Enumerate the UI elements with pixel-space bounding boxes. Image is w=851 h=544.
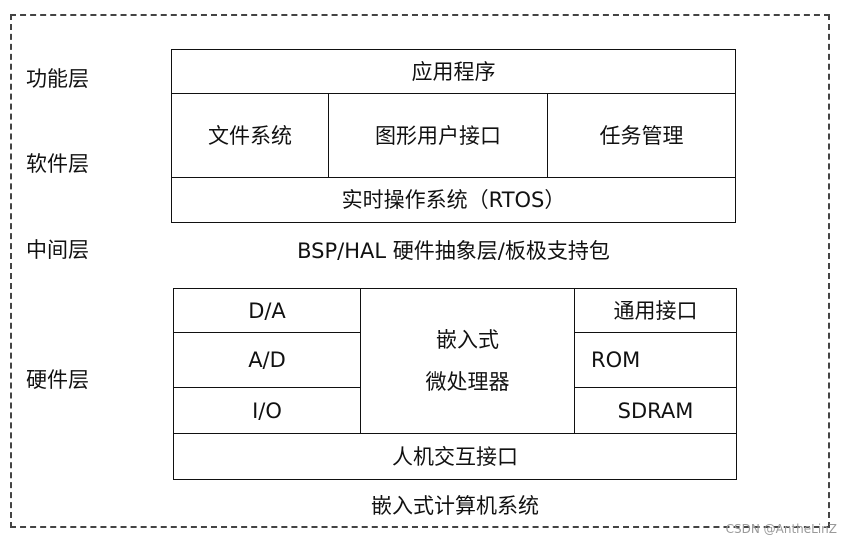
da-cell: D/A (173, 288, 361, 333)
sdram-cell: SDRAM (574, 387, 737, 434)
task-management-cell: 任务管理 (547, 93, 736, 178)
bsp-hal-label: BSP/HAL 硬件抽象层/板极支持包 (297, 239, 610, 263)
application-cell: 应用程序 (171, 49, 736, 94)
software-layer-label: 软件层 (26, 152, 89, 176)
file-system-cell: 文件系统 (171, 93, 329, 178)
middleware-layer-label: 中间层 (26, 238, 89, 262)
ad-cell: A/D (173, 332, 361, 388)
io-cell: I/O (173, 387, 361, 434)
rtos-cell: 实时操作系统（RTOS） (171, 177, 736, 223)
embedded-microprocessor-cell: 嵌入式 微处理器 (360, 288, 575, 434)
embedded-system-frame (10, 14, 830, 528)
hmi-cell: 人机交互接口 (173, 433, 737, 480)
function-layer-label: 功能层 (26, 67, 89, 91)
embedded-microprocessor-line-1: 嵌入式 (436, 328, 499, 352)
hardware-layer-label: 硬件层 (26, 368, 89, 392)
embedded-microprocessor-line-2: 微处理器 (425, 370, 510, 394)
system-caption: 嵌入式计算机系统 (371, 494, 539, 518)
general-interface-cell: 通用接口 (574, 288, 737, 333)
watermark: CSDN @AntheLinZ (725, 522, 837, 536)
graphic-ui-cell: 图形用户接口 (328, 93, 548, 178)
rom-cell: ROM (574, 332, 737, 388)
